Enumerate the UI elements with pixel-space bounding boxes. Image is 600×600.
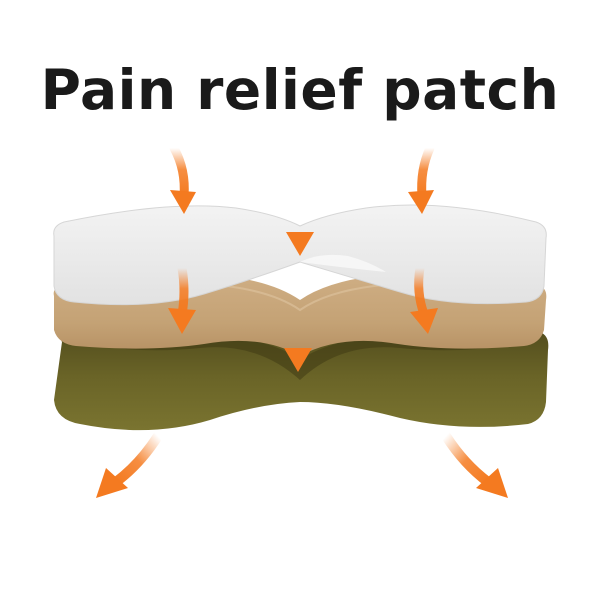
arrow-down-icon: [168, 263, 196, 334]
arrow-down-icon: [410, 263, 438, 334]
arrow-outward-icon: [96, 431, 163, 498]
arrow-down-icon: [169, 143, 196, 214]
arrow-down-icon: [284, 301, 312, 372]
arrow-down-icon: [408, 143, 435, 214]
arrow-outward-icon: [441, 431, 508, 498]
arrow-down-icon: [286, 185, 314, 256]
diagram-title: Pain relief patch: [40, 58, 560, 122]
